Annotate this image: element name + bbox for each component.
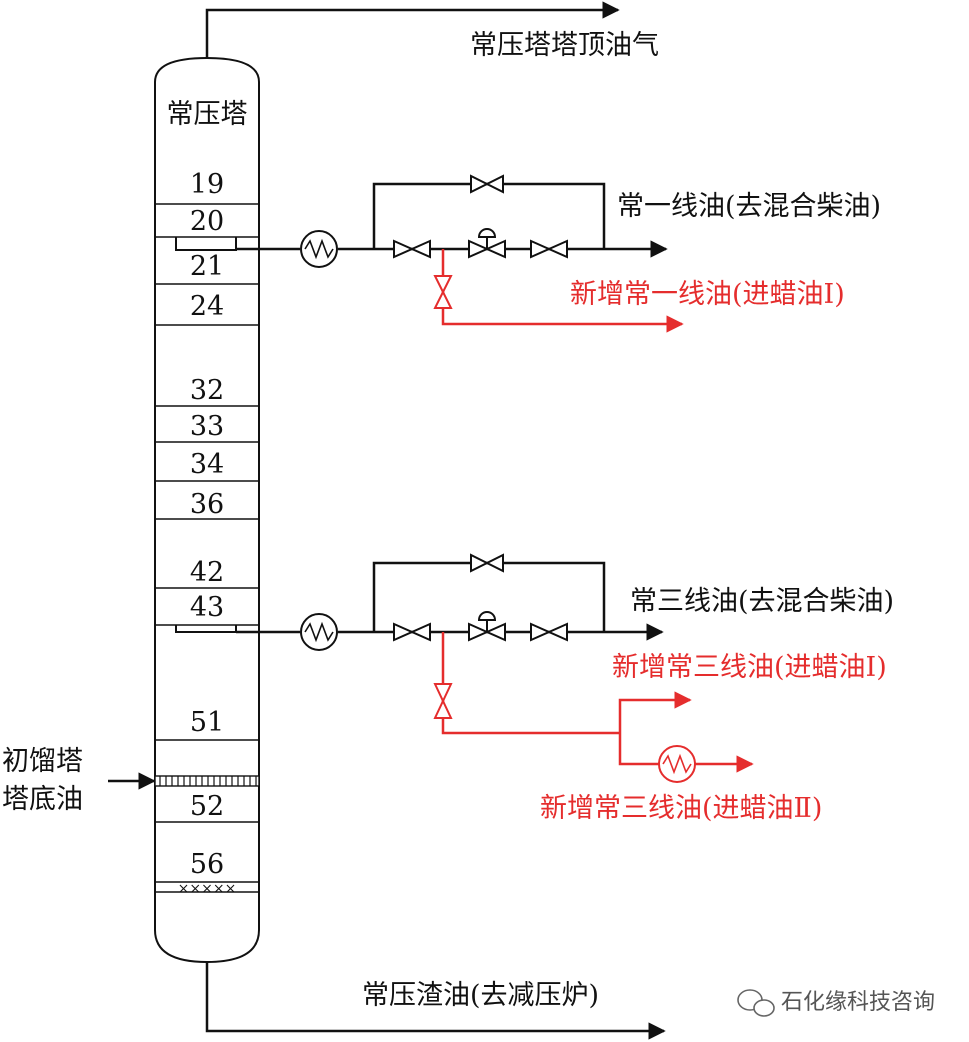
line1-piping (236, 182, 668, 258)
gate-valve-icon (393, 239, 431, 259)
control-valve-icon (468, 228, 506, 259)
wechat-icon (737, 989, 775, 1017)
tray-number: 21 (190, 251, 224, 282)
tray-number: 33 (190, 411, 224, 442)
steam-distributor: ××××× (178, 881, 237, 897)
gate-valve-icon (530, 239, 568, 259)
gate-valve-icon (433, 683, 453, 719)
gate-valve-icon (530, 622, 568, 642)
residue-line (205, 962, 666, 1040)
overhead-vapor-label: 常压塔塔顶油气 (470, 30, 659, 61)
tray-lines (155, 203, 259, 893)
feed-distributor (154, 775, 260, 787)
residue-label: 常压渣油(去减压炉) (362, 980, 599, 1011)
tray-number: 56 (190, 849, 224, 880)
tray-number: 51 (190, 707, 224, 738)
atmospheric-column: ××××× (154, 56, 260, 964)
tray-number: 43 (190, 592, 224, 623)
gate-valve-icon (470, 553, 504, 573)
new-line3-label-b: 新增常三线油(进蜡油Ⅱ) (540, 793, 822, 824)
tray-number: 20 (190, 206, 224, 237)
line3-piping (236, 561, 664, 641)
tray-number: 36 (190, 489, 224, 520)
new-line1-label: 新增常一线油(进蜡油Ⅰ) (570, 279, 845, 310)
control-valve-icon (468, 611, 506, 642)
overhead-vapor-line (205, 1, 620, 58)
tray-number: 24 (190, 291, 224, 322)
feed-label-line2: 塔底油 (2, 784, 83, 815)
tray-number: 42 (190, 557, 224, 588)
line3-label: 常三线油(去混合柴油) (630, 586, 894, 617)
heat-exchanger-icon (300, 613, 338, 651)
feed-label-line1: 初馏塔 (2, 746, 83, 777)
new-line3-piping (441, 632, 754, 773)
tray-numbers: 19 20 21 24 32 33 34 36 42 43 51 52 56 (190, 169, 224, 880)
heat-exchanger-icon (658, 745, 696, 783)
new-line1-piping (441, 249, 684, 333)
tray-number: 34 (190, 449, 224, 480)
tray-number: 32 (190, 375, 224, 406)
watermark-text: 石化缘科技咨询 (781, 990, 935, 1015)
heat-exchanger-icon (300, 230, 338, 268)
line1-label: 常一线油(去混合柴油) (617, 191, 881, 222)
gate-valve-icon (393, 622, 431, 642)
column-title: 常压塔 (167, 99, 248, 130)
draw-off-tray-1 (175, 237, 237, 251)
tray-number: 52 (190, 791, 224, 822)
draw-off-tray-3 (175, 625, 237, 633)
gate-valve-icon (470, 174, 504, 194)
new-line3-label-a: 新增常三线油(进蜡油Ⅰ) (612, 652, 887, 683)
gate-valve-icon (433, 275, 453, 309)
tray-number: 19 (190, 169, 224, 200)
